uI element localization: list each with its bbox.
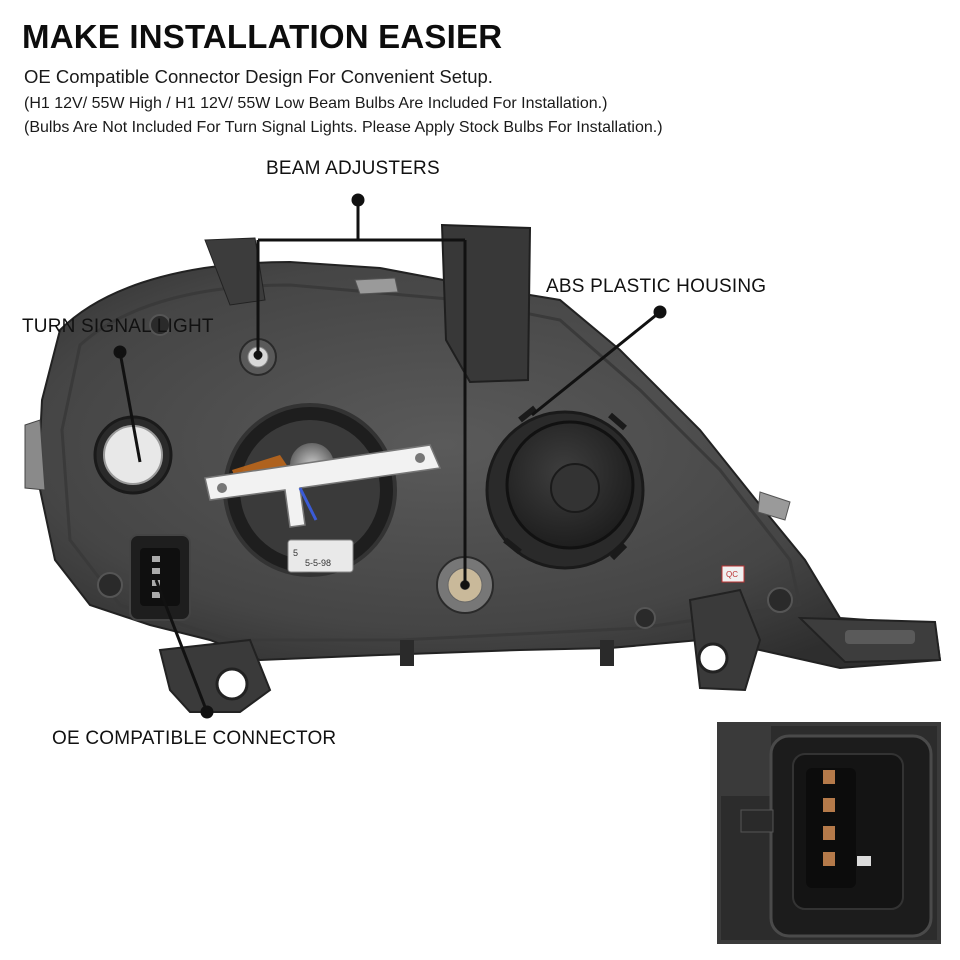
- page-title: MAKE INSTALLATION EASIER: [22, 18, 503, 55]
- qc-sticker-text: QC: [726, 570, 738, 579]
- bulb-label-line1: 5: [293, 548, 298, 558]
- turn-signal-note: (Bulbs Are Not Included For Turn Signal …: [24, 119, 663, 136]
- turn-signal-leader: [113, 345, 142, 463]
- abs-housing-leader: [531, 305, 667, 417]
- bulb-note: (H1 12V/ 55W High / H1 12V/ 55W Low Beam…: [24, 95, 608, 112]
- connector-closeup-image: [721, 726, 937, 940]
- connector-label: OE COMPATIBLE CONNECTOR: [52, 728, 337, 749]
- high-beam-dust-cap: [485, 405, 645, 570]
- turn-signal-socket: [93, 415, 173, 495]
- bulb-label-line2: 5-5-98: [305, 558, 331, 568]
- turn-signal-label: TURN SIGNAL LIGHT: [22, 316, 214, 337]
- beam-adjusters-leader: [253, 193, 470, 590]
- qc-sticker: QC: [721, 565, 745, 583]
- low-beam-bulb-opening: 5 5-5-98: [204, 403, 442, 577]
- page-subtitle: OE Compatible Connector Design For Conve…: [24, 66, 493, 87]
- abs-housing-label: ABS PLASTIC HOUSING: [546, 276, 767, 297]
- oe-connector: [129, 534, 191, 621]
- beam-adjusters-label: BEAM ADJUSTERS: [266, 158, 440, 179]
- connector-closeup-inset: [717, 722, 941, 944]
- connector-leader: [154, 579, 214, 719]
